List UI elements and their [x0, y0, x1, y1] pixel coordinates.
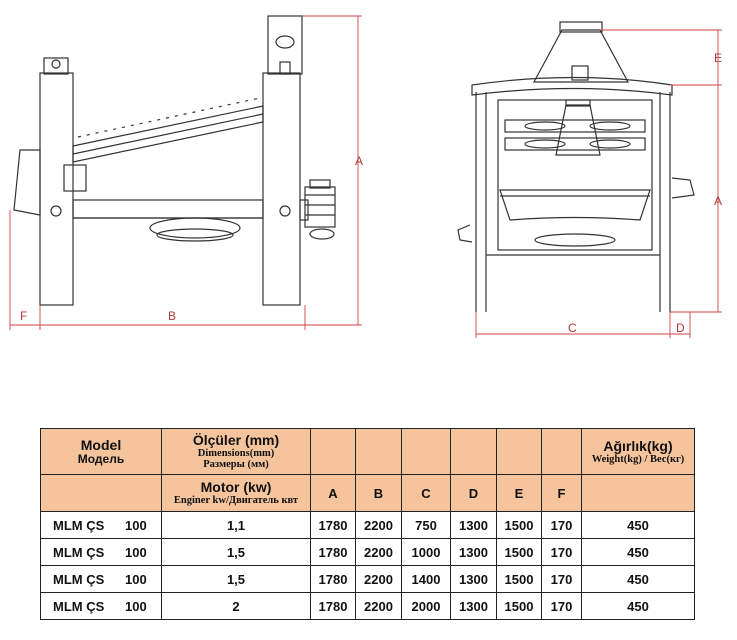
header-motor-label: Motor (kw): [200, 479, 272, 495]
header-empty-d: [450, 428, 497, 475]
header-empty-b: [355, 428, 402, 475]
cell-weight: 450: [581, 538, 695, 566]
header-col-b: B: [355, 474, 402, 512]
cell-model-size: 100: [125, 544, 147, 560]
cell-c: 1000: [401, 538, 451, 566]
cell-e: 1500: [496, 592, 542, 620]
header-model-ru: Модель: [77, 451, 125, 466]
cell-model-size: 100: [125, 598, 147, 614]
cell-weight: 450: [581, 565, 695, 593]
cell-model-name: MLM ÇS: [53, 544, 105, 560]
cell-c: 1400: [401, 565, 451, 593]
cell-b: 2200: [355, 511, 402, 539]
table-header-row-2: Motor (kw) Enginer kw/Двигатель квт A B …: [40, 474, 695, 512]
front-view: [457, 21, 695, 312]
front-view-dimensions: [475, 29, 722, 338]
header-model: Model Модель: [40, 428, 162, 475]
header-empty-e: [496, 428, 542, 475]
cell-f: 170: [541, 538, 582, 566]
cell-e: 1500: [496, 565, 542, 593]
header-weight-label: Ağırlık(kg): [603, 437, 673, 454]
cell-model: MLM ÇS 100: [40, 538, 162, 566]
cell-motor: 1,1: [161, 511, 311, 539]
cell-motor: 2: [161, 592, 311, 620]
side-dim-a-label: A: [355, 154, 363, 168]
cell-motor: 1,5: [161, 538, 311, 566]
cell-model-name: MLM ÇS: [53, 571, 105, 587]
cell-f: 170: [541, 565, 582, 593]
header-col-d: D: [450, 474, 497, 512]
header-dimensions-en: Dimensions(mm): [197, 448, 275, 459]
front-dim-c-label: C: [568, 321, 577, 335]
header-model-blank: [40, 474, 162, 512]
cell-c: 750: [401, 511, 451, 539]
header-weight: Ağırlık(kg) Weight(kg) / Вес(кг): [581, 428, 695, 475]
header-weight-sub: Weight(kg) / Вес(кг): [591, 453, 685, 465]
side-dim-f-label: F: [20, 309, 27, 323]
cell-model: MLM ÇS 100: [40, 592, 162, 620]
header-col-e: E: [496, 474, 542, 512]
cell-b: 2200: [355, 538, 402, 566]
spec-table: Model Модель Ölçüler (mm) Dimensions(mm)…: [40, 428, 695, 620]
cell-model-name: MLM ÇS: [53, 598, 105, 614]
header-empty-f: [541, 428, 582, 475]
header-dimensions: Ölçüler (mm) Dimensions(mm) Размеры (мм): [161, 428, 311, 475]
header-col-c: C: [401, 474, 451, 512]
machine-drawing: A B F: [9, 15, 722, 338]
header-motor-sub: Enginer kw/Двигатель квт: [173, 495, 299, 506]
header-empty-c: [401, 428, 451, 475]
front-dim-a-label: A: [714, 194, 722, 208]
side-dim-b-label: B: [168, 309, 176, 323]
table-header-row-1: Model Модель Ölçüler (mm) Dimensions(mm)…: [40, 428, 695, 475]
cell-motor: 1,5: [161, 565, 311, 593]
side-view: [13, 15, 336, 306]
header-weight-blank: [581, 474, 695, 512]
cell-e: 1500: [496, 538, 542, 566]
table-row: MLM ÇS 100 1,1 1780 2200 750 1300 1500 17…: [40, 511, 695, 539]
header-col-a: A: [310, 474, 356, 512]
cell-model-size: 100: [125, 571, 147, 587]
header-empty-a: [310, 428, 356, 475]
cell-a: 1780: [310, 511, 356, 539]
cell-c: 2000: [401, 592, 451, 620]
cell-b: 2200: [355, 565, 402, 593]
cell-d: 1300: [450, 565, 497, 593]
cell-model-size: 100: [125, 517, 147, 533]
table-row: MLM ÇS 100 1,5 1780 2200 1000 1300 1500 1…: [40, 538, 695, 566]
cell-model: MLM ÇS 100: [40, 565, 162, 593]
front-dim-d-label: D: [676, 321, 685, 335]
cell-weight: 450: [581, 511, 695, 539]
cell-e: 1500: [496, 511, 542, 539]
header-dimensions-label: Ölçüler (mm): [192, 432, 280, 448]
header-dimensions-ru: Размеры (мм): [203, 459, 269, 470]
header-model-label: Model: [80, 436, 122, 453]
cell-b: 2200: [355, 592, 402, 620]
cell-d: 1300: [450, 538, 497, 566]
cell-weight: 450: [581, 592, 695, 620]
cell-a: 1780: [310, 565, 356, 593]
side-view-dimensions: [9, 15, 362, 330]
cell-d: 1300: [450, 592, 497, 620]
cell-model-name: MLM ÇS: [53, 517, 105, 533]
front-dim-e-label: E: [714, 51, 722, 65]
table-row: MLM ÇS 100 2 1780 2200 2000 1300 1500 170…: [40, 592, 695, 620]
cell-model: MLM ÇS 100: [40, 511, 162, 539]
cell-f: 170: [541, 511, 582, 539]
cell-a: 1780: [310, 538, 356, 566]
cell-d: 1300: [450, 511, 497, 539]
cell-f: 170: [541, 592, 582, 620]
header-motor: Motor (kw) Enginer kw/Двигатель квт: [161, 474, 311, 512]
cell-a: 1780: [310, 592, 356, 620]
table-row: MLM ÇS 100 1,5 1780 2200 1400 1300 1500 1…: [40, 565, 695, 593]
header-col-f: F: [541, 474, 582, 512]
